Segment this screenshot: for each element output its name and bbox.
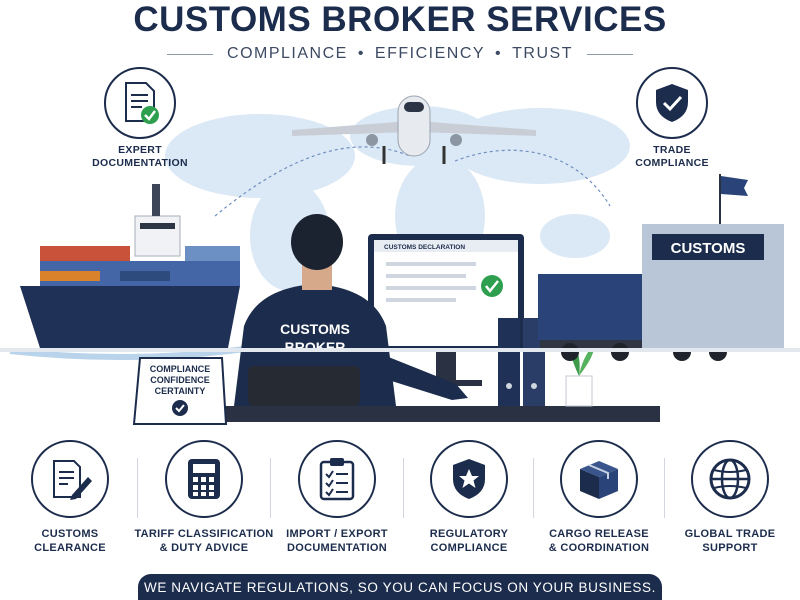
service-label-line: CLEARANCE — [34, 542, 106, 554]
desk — [140, 406, 660, 422]
service-icon-circle — [165, 440, 243, 518]
service-label: CARGO RELEASE & COORDINATION — [549, 527, 650, 555]
service-global-trade-support: GLOBAL TRADE SUPPORT — [665, 440, 795, 562]
service-label-line: CARGO RELEASE — [549, 528, 649, 540]
divider — [270, 458, 271, 518]
desk-sign-line: CERTAINTY — [155, 386, 206, 396]
service-label-line: & DUTY ADVICE — [159, 542, 249, 554]
tagline-separator: • — [495, 45, 503, 62]
badge-label-line: DOCUMENTATION — [92, 157, 188, 169]
service-label-line: REGULATORY — [429, 528, 509, 540]
customs-building: CUSTOMS — [642, 174, 784, 348]
service-label-line: DOCUMENTATION — [286, 542, 388, 554]
service-customs-clearance: CUSTOMS CLEARANCE — [5, 440, 135, 562]
service-icon-circle — [298, 440, 376, 518]
police-badge-icon — [453, 459, 485, 499]
tagline-item: EFFICIENCY — [374, 45, 486, 62]
flag — [721, 176, 748, 196]
service-label-line: & COORDINATION — [548, 542, 650, 554]
desk-sign-line: COMPLIANCE — [150, 364, 211, 374]
computer-monitor: CUSTOMS DECLARATION — [368, 234, 524, 386]
service-label: REGULATORY COMPLIANCE — [430, 527, 509, 555]
ground-line — [0, 348, 800, 352]
service-label: IMPORT / EXPORT DOCUMENTATION — [286, 527, 388, 555]
flight-path-right — [454, 149, 611, 207]
shield-check-icon — [656, 84, 688, 122]
tagline-item: COMPLIANCE — [227, 45, 348, 62]
divider — [403, 458, 404, 518]
service-label-line: SUPPORT — [702, 542, 758, 554]
desk-sign: COMPLIANCE CONFIDENCE CERTAINTY — [132, 357, 228, 425]
package-box-icon — [580, 461, 618, 499]
page-title: CUSTOMS BROKER SERVICES — [133, 0, 667, 39]
calculator-icon — [188, 459, 220, 499]
divider — [137, 458, 138, 518]
divider — [664, 458, 665, 518]
service-regulatory-compliance: REGULATORY COMPLIANCE — [404, 440, 534, 562]
trade-compliance-badge — [636, 67, 708, 139]
service-label: TARIFF CLASSIFICATION & DUTY ADVICE — [134, 527, 273, 555]
scene-illustration: COMPLIANCE CONFIDENCE CERTAINTY CUSTOMS … — [0, 95, 800, 425]
badge-label-line: COMPLIANCE — [635, 157, 709, 169]
service-label: CUSTOMS CLEARANCE — [34, 527, 106, 555]
service-icon-circle — [31, 440, 109, 518]
cargo-ship — [9, 184, 246, 361]
check-icon — [172, 400, 188, 416]
tagline-row: COMPLIANCE • EFFICIENCY • TRUST — [0, 43, 800, 65]
airplane — [292, 95, 536, 164]
service-label-line: TARIFF CLASSIFICATION — [134, 528, 274, 540]
service-label-line: COMPLIANCE — [430, 542, 508, 554]
service-icon-circle — [430, 440, 508, 518]
trade-compliance-label: TRADE COMPLIANCE — [604, 144, 740, 170]
service-icon-circle — [560, 440, 638, 518]
services-row: CUSTOMS CLEARANCE TARIFF CLASSIFICATION … — [0, 440, 800, 562]
service-tariff-classification: TARIFF CLASSIFICATION & DUTY ADVICE — [134, 440, 273, 562]
broker-jacket-text: BROKER — [285, 339, 346, 355]
document-pen-icon — [53, 460, 92, 500]
service-import-export-documentation: IMPORT / EXPORT DOCUMENTATION — [272, 440, 402, 562]
tagline: COMPLIANCE • EFFICIENCY • TRUST — [227, 45, 573, 63]
tagline-rule-right — [586, 53, 633, 55]
footer-banner: WE NAVIGATE REGULATIONS, SO YOU CAN FOCU… — [138, 574, 662, 600]
clipboard-checklist-icon — [319, 458, 355, 501]
expert-documentation-badge — [104, 67, 176, 139]
monitor-title: CUSTOMS DECLARATION — [384, 244, 465, 251]
divider — [533, 458, 534, 518]
tagline-separator: • — [357, 45, 365, 62]
globe-icon — [709, 458, 751, 500]
desk-sign-line: CONFIDENCE — [150, 375, 210, 385]
building-sign: CUSTOMS — [671, 240, 746, 257]
tagline-item: TRUST — [512, 45, 573, 62]
documentation-check-icon — [125, 82, 159, 124]
tagline-rule-left — [167, 53, 214, 55]
service-label-line: CUSTOMS — [41, 528, 99, 540]
expert-documentation-label: EXPERT DOCUMENTATION — [72, 144, 208, 170]
service-cargo-release: CARGO RELEASE & COORDINATION — [534, 440, 664, 562]
flight-path-left — [214, 146, 411, 217]
service-label-line: GLOBAL TRADE — [684, 528, 776, 540]
broker-jacket-text: CUSTOMS — [280, 321, 350, 337]
illustration-scene: COMPLIANCE CONFIDENCE CERTAINTY CUSTOMS … — [0, 66, 800, 428]
badge-label-line: EXPERT — [118, 144, 162, 156]
service-icon-circle — [691, 440, 769, 518]
service-label-line: IMPORT / EXPORT — [286, 528, 388, 540]
service-label: GLOBAL TRADE SUPPORT — [685, 527, 776, 555]
badge-label-line: TRADE — [653, 144, 691, 156]
check-icon — [481, 275, 503, 297]
